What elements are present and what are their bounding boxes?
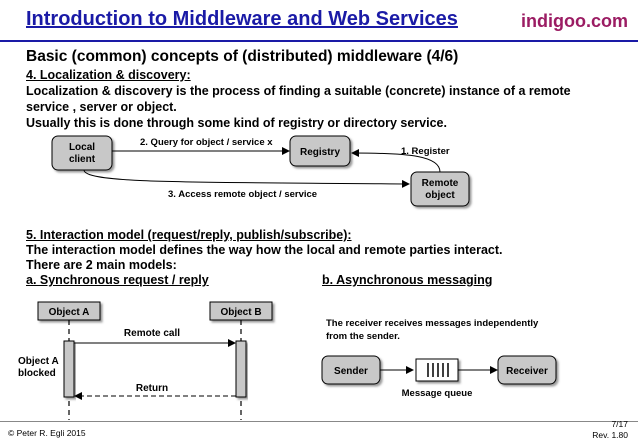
async-diagram: The receiver receives messages independe… [321, 318, 557, 399]
page-number: 7/17 [611, 419, 628, 429]
registry-box [289, 135, 351, 167]
section5-line1: The interaction model defines the way ho… [26, 243, 503, 257]
sync-diagram: Object A Object B Remote call Return Obj… [18, 301, 273, 420]
object-a-label: Object A [49, 307, 90, 318]
section4-line3: Usually this is done through some kind o… [26, 116, 447, 130]
return-label: Return [136, 383, 168, 394]
object-a-blocked-label-1: Object A [18, 356, 59, 367]
title-divider [0, 40, 638, 42]
discovery-diagram: Local client Registry Remote object 2. Q… [51, 135, 470, 207]
brand-logo-text: indigoo.com [521, 11, 628, 31]
local-client-label-1: Local [69, 142, 95, 153]
remote-object-label-1: Remote [422, 178, 459, 189]
async-desc-line1: The receiver receives messages independe… [326, 318, 539, 329]
footer-divider [0, 421, 638, 422]
sync-title: a. Synchronous request / reply [26, 273, 209, 287]
message-queue-icon [415, 358, 459, 382]
register-arrow-label: 1. Register [401, 146, 450, 157]
access-arrow-label: 3. Access remote object / service [168, 189, 317, 200]
receiver-box [497, 355, 557, 385]
section4-line1: Localization & discovery is the process … [26, 84, 571, 98]
registry-label: Registry [300, 147, 340, 158]
query-arrow-label: 2. Query for object / service x [140, 137, 273, 148]
object-b-activation [235, 340, 247, 398]
local-client-box [51, 135, 113, 171]
slide-heading: Basic (common) concepts of (distributed)… [26, 48, 459, 65]
message-queue-label: Message queue [402, 388, 473, 399]
object-b-label: Object B [220, 307, 261, 318]
local-client-label-2: client [69, 154, 96, 165]
access-arrow [83, 169, 410, 188]
remote-object-label-2: object [425, 190, 455, 201]
remote-call-label: Remote call [124, 328, 180, 339]
section5-title: 5. Interaction model (request/reply, pub… [26, 228, 352, 242]
section4-title: 4. Localization & discovery: [26, 68, 191, 82]
section4-line2: service , server or object. [26, 100, 177, 114]
section5-line2: There are 2 main models: [26, 258, 177, 272]
sender-label: Sender [334, 366, 368, 377]
revision: Rev. 1.80 [592, 430, 628, 440]
page-info: 7/17 Rev. 1.80 [592, 419, 628, 441]
slide-title: Introduction to Middleware and Web Servi… [26, 8, 458, 30]
object-a-blocked-label-2: blocked [18, 368, 56, 379]
async-desc-line2: from the sender. [326, 331, 400, 342]
receiver-label: Receiver [506, 366, 548, 377]
async-title: b. Asynchronous messaging [322, 273, 493, 287]
register-arrow [351, 149, 441, 173]
copyright: © Peter R. Egli 2015 [8, 428, 86, 438]
object-a-activation [63, 340, 75, 398]
